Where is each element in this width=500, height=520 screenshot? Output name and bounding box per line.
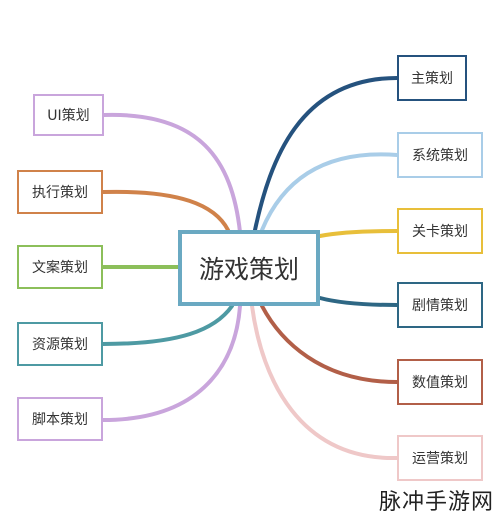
node-label: 执行策划 — [32, 185, 88, 201]
center-node-label: 游戏策划 — [198, 255, 299, 284]
node-ui-design[interactable]: UI策划 — [33, 94, 104, 136]
connector-right-2 — [260, 152, 399, 232]
node-level-design[interactable]: 关卡策划 — [397, 208, 483, 254]
node-copywriting[interactable]: 文案策划 — [17, 245, 103, 289]
node-script-design[interactable]: 脚本策划 — [17, 397, 103, 441]
node-label: 资源策划 — [32, 337, 88, 353]
node-resource-design[interactable]: 资源策划 — [17, 322, 103, 366]
connector-left-1 — [102, 112, 242, 234]
node-operations-design[interactable]: 运营策划 — [397, 435, 483, 481]
node-label: 主策划 — [411, 71, 453, 87]
node-numerical-design[interactable]: 数值策划 — [397, 359, 483, 405]
node-label: 关卡策划 — [412, 224, 468, 240]
connector-left-4 — [101, 304, 234, 346]
connector-right-5 — [260, 304, 399, 384]
node-label: UI策划 — [47, 108, 90, 124]
connector-left-5 — [101, 304, 242, 422]
connector-left-2 — [101, 189, 230, 232]
node-label: 系统策划 — [412, 148, 468, 164]
connector-right-3 — [318, 229, 399, 238]
node-lead-designer[interactable]: 主策划 — [397, 55, 467, 101]
node-label: 运营策划 — [412, 451, 468, 467]
center-node-game-design[interactable]: 游戏策划 — [178, 230, 320, 306]
node-label: 脚本策划 — [32, 412, 88, 428]
node-execution-design[interactable]: 执行策划 — [17, 170, 103, 214]
node-story-design[interactable]: 剧情策划 — [397, 282, 483, 328]
node-label: 数值策划 — [412, 375, 468, 391]
node-system-design[interactable]: 系统策划 — [397, 132, 483, 178]
connector-right-6 — [250, 304, 399, 461]
node-label: 剧情策划 — [412, 298, 468, 314]
node-label: 文案策划 — [32, 260, 88, 276]
connector-right-1 — [253, 76, 399, 232]
watermark: 脉冲手游网 — [378, 490, 494, 515]
connector-right-4 — [318, 296, 399, 307]
